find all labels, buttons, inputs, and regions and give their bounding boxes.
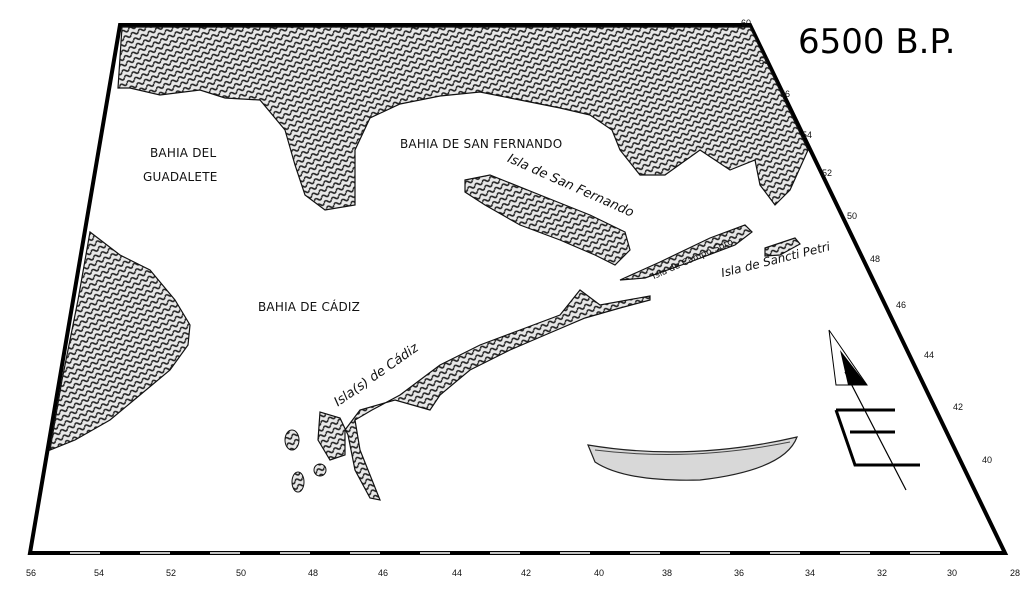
islands-cadiz	[317, 289, 651, 501]
north-arrow-icon	[828, 329, 920, 491]
island-sancti-petri	[764, 237, 801, 257]
tick-label: 42	[521, 568, 532, 578]
tick-label: 58	[759, 56, 770, 66]
tick-label: 38	[662, 568, 673, 578]
tick-label: 48	[870, 254, 881, 264]
tick-label: 30	[947, 568, 958, 578]
tick-label: 56	[780, 89, 791, 99]
island-campo-soto	[619, 224, 753, 281]
label-bahia-guadalete-1: BAHIA DEL	[150, 146, 217, 160]
map-frame	[27, 23, 1009, 555]
tick-label: 48	[308, 568, 319, 578]
tick-label: 52	[166, 568, 177, 578]
canoe-illustration	[587, 436, 798, 481]
land-north-coast	[117, 26, 809, 211]
tick-label: 36	[734, 568, 745, 578]
tick-label: 54	[802, 130, 813, 140]
islet	[284, 429, 300, 451]
tick-label: 60	[741, 18, 752, 28]
tick-label: 54	[94, 568, 105, 578]
islet	[313, 463, 327, 477]
tick-label: 50	[236, 568, 247, 578]
tick-label: 52	[822, 168, 833, 178]
tick-label: 34	[805, 568, 816, 578]
islet	[291, 471, 305, 493]
tick-label: 28	[1010, 568, 1021, 578]
tick-label: 40	[594, 568, 605, 578]
land-west	[49, 230, 191, 451]
tick-label: 50	[847, 211, 858, 221]
tick-label: 44	[452, 568, 463, 578]
tick-label: 46	[896, 300, 907, 310]
tick-label: 56	[26, 568, 37, 578]
map-title: 6500 B.P.	[798, 22, 956, 62]
label-bahia-cadiz: BAHIA DE CÁDIZ	[258, 300, 361, 314]
label-bahia-guadalete-2: GUADALETE	[143, 170, 218, 184]
tick-label: 42	[953, 402, 964, 412]
label-bahia-san-fernando: BAHIA DE SAN FERNANDO	[400, 137, 563, 151]
tick-label: 32	[877, 568, 888, 578]
island-san-fernando	[464, 174, 631, 266]
tick-label: 44	[924, 350, 935, 360]
tick-label: 46	[378, 568, 389, 578]
tick-label: 40	[982, 455, 993, 465]
